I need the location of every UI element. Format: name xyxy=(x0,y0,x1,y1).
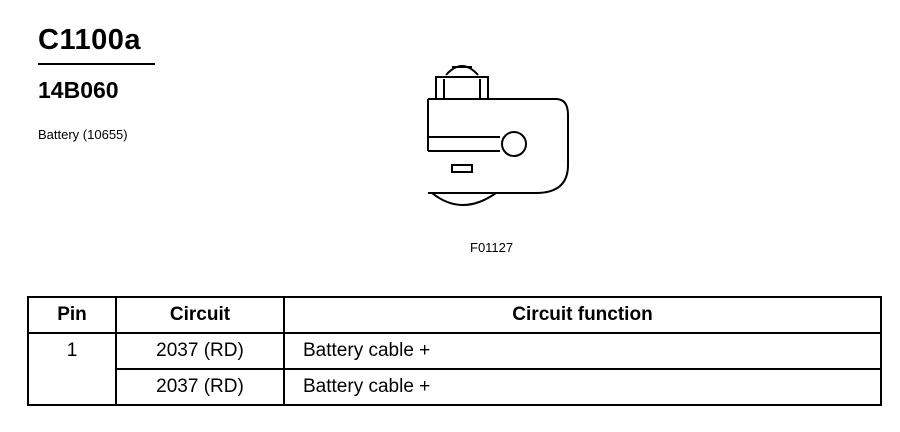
table-row: 2037 (RD) Battery cable + xyxy=(28,368,882,406)
figure-id: F01127 xyxy=(470,240,514,255)
header-pin: Pin xyxy=(27,296,117,334)
header-circuit-function: Circuit function xyxy=(283,296,882,334)
table-header-row: Pin Circuit Circuit function xyxy=(27,296,882,334)
circuit-function: Battery cable + xyxy=(283,332,882,370)
title-underline xyxy=(38,63,155,65)
part-number: 14B060 xyxy=(38,77,119,103)
battery-terminal-connector-icon xyxy=(427,65,569,206)
circuit-function: Battery cable + xyxy=(283,368,882,406)
circuit-code: 2037 (RD) xyxy=(115,332,285,370)
table-row: 1 2037 (RD) Battery cable + xyxy=(27,332,882,406)
header-circuit: Circuit xyxy=(115,296,285,334)
pin-number: 1 xyxy=(27,332,117,406)
connector-title: C1100a xyxy=(38,24,141,56)
circuit-code: 2037 (RD) xyxy=(115,368,285,406)
pin-table: Pin Circuit Circuit function 1 2037 (RD)… xyxy=(27,296,882,406)
component-name: Battery (10655) xyxy=(38,127,128,142)
